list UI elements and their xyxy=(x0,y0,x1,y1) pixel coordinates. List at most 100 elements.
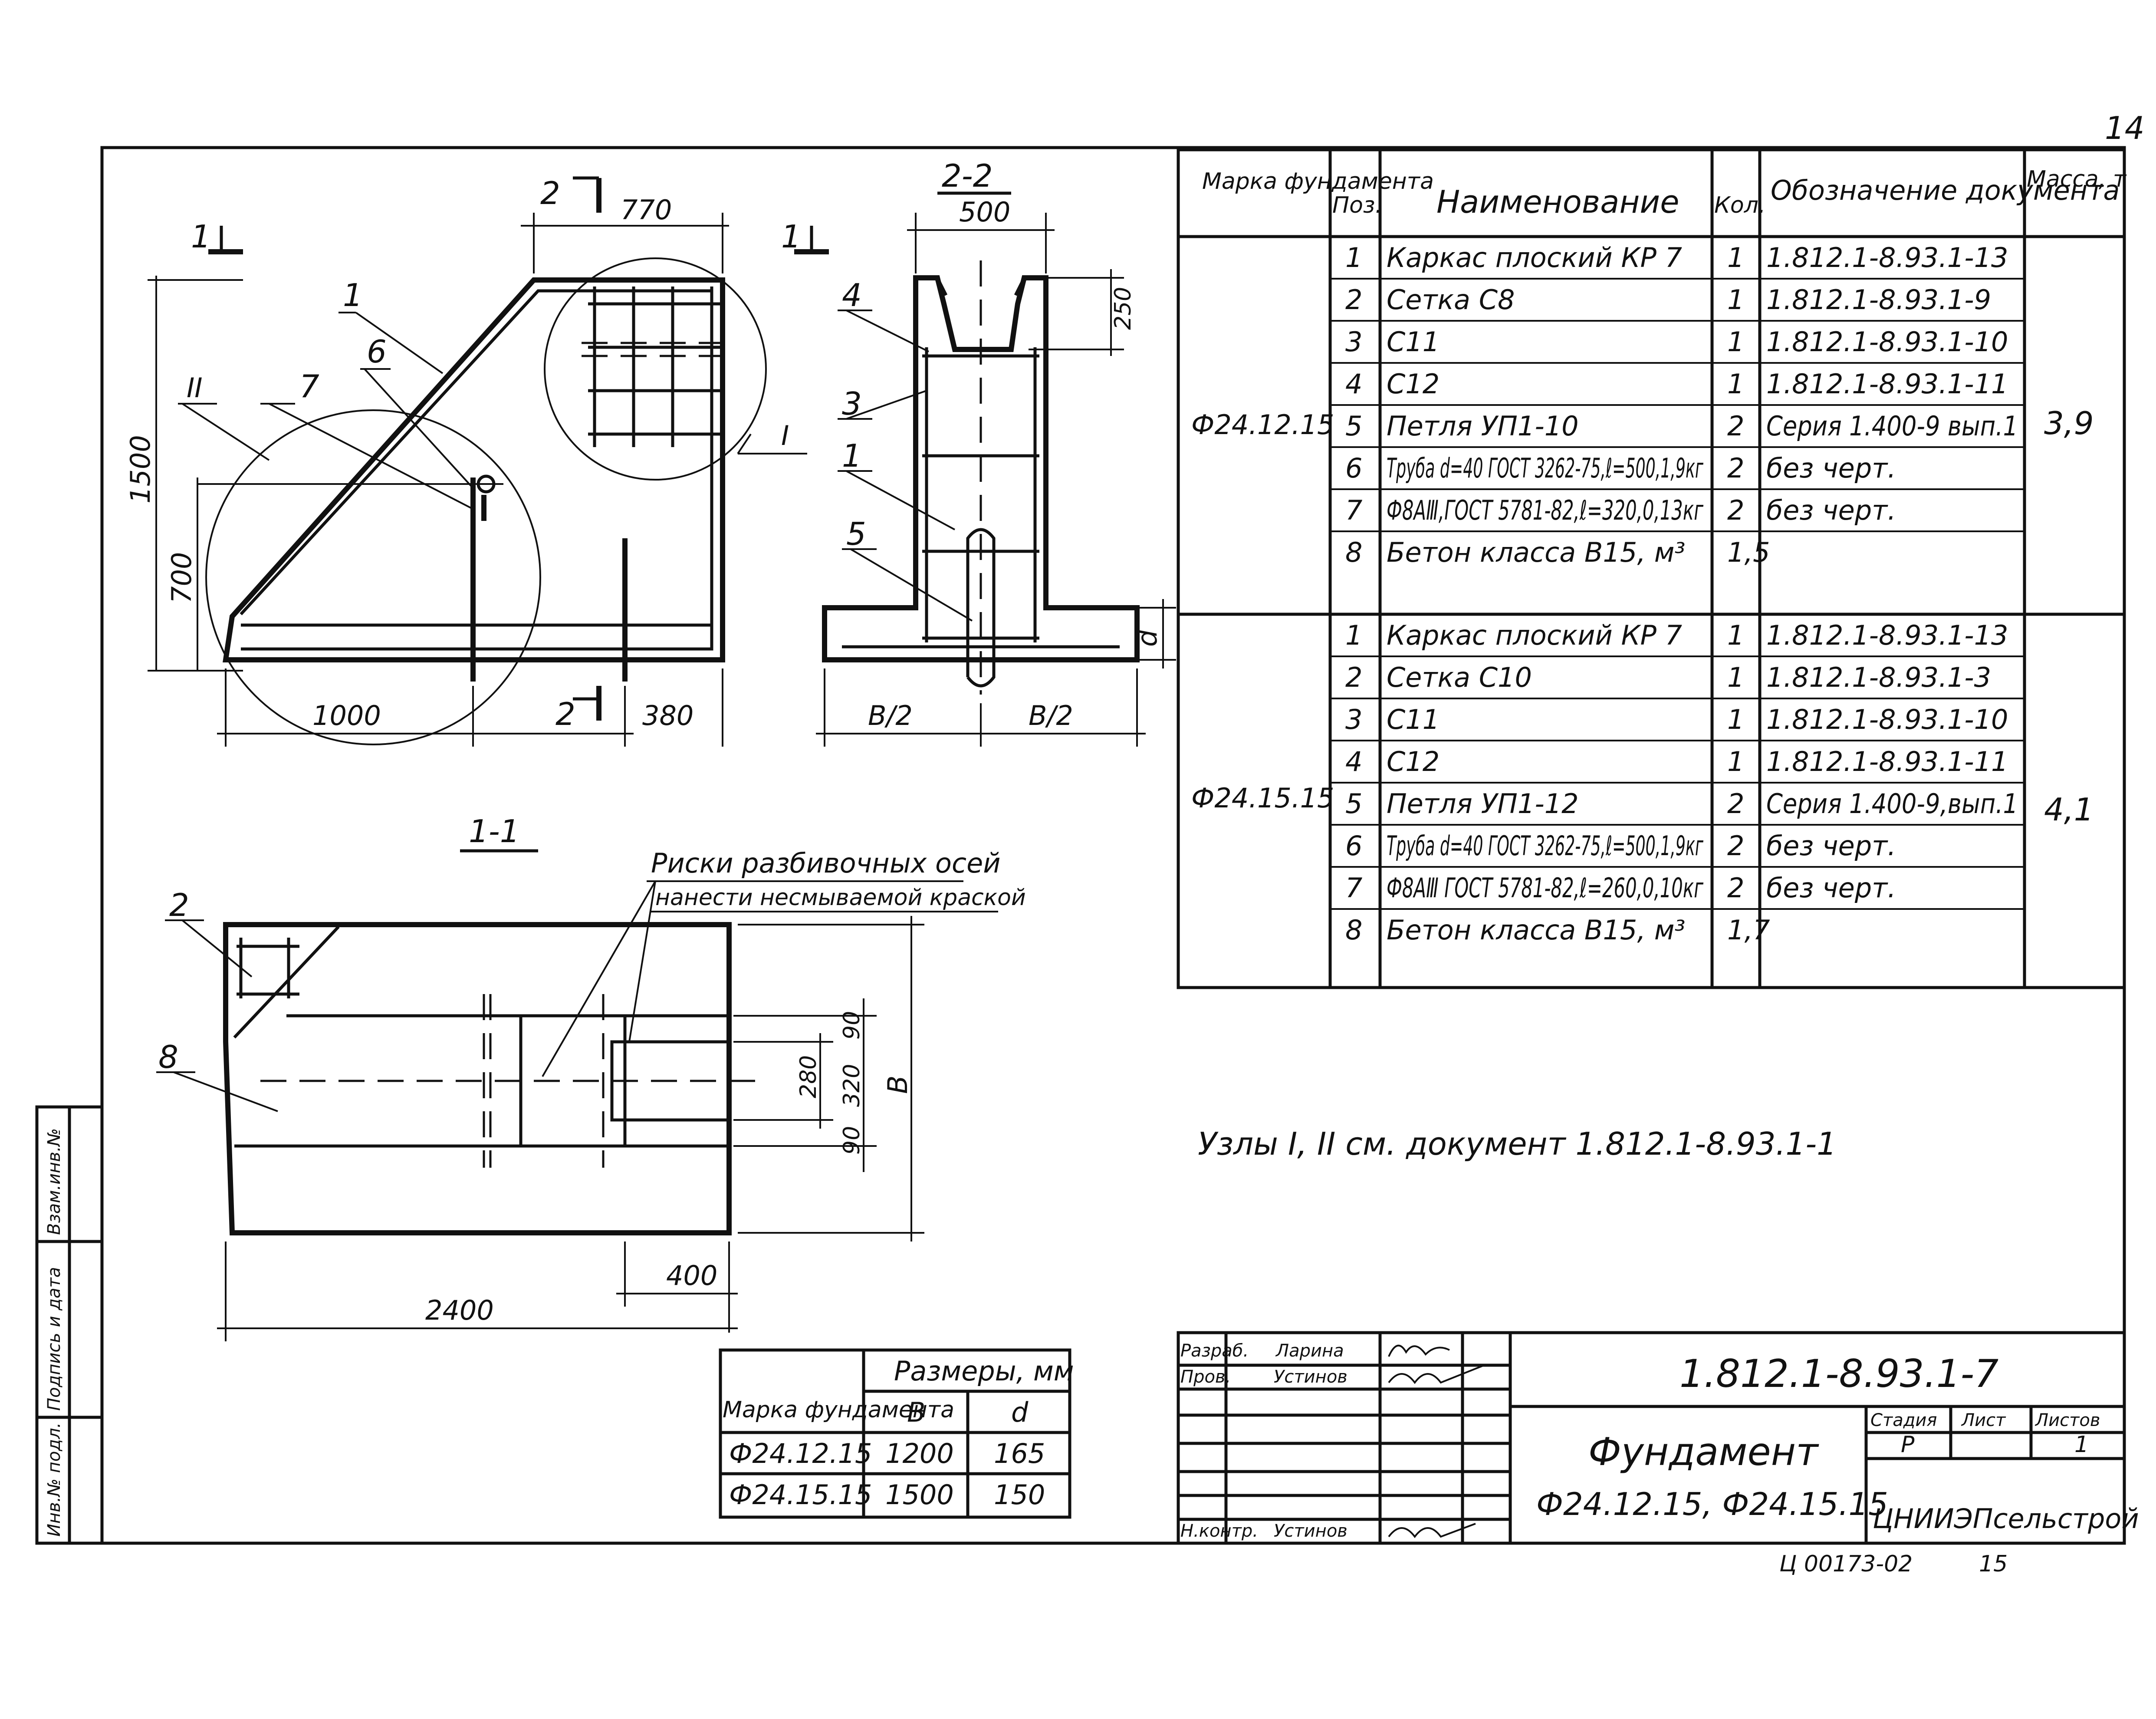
tb-name-norm: Устинов xyxy=(1274,1521,1348,1541)
sec22-dim-250: 250 xyxy=(1110,287,1136,330)
archive-page: 15 xyxy=(1979,1551,2008,1577)
elev-mark-2-top: 2 xyxy=(540,175,560,211)
sec11-outline xyxy=(223,922,732,1235)
spec-h-doc: Обозначение документа xyxy=(1771,175,2120,206)
spec-cell-name: С12 xyxy=(1387,368,1440,400)
spec-cell-doc: без черт. xyxy=(1766,494,1896,526)
spec-cell-name: Бетон класса В15, м³ xyxy=(1387,537,1685,568)
sec11-note-line1: Риски разбивочных осей xyxy=(651,847,1001,879)
spec-cell-qty: 1 xyxy=(1727,242,1744,273)
spec-group2-mark: Ф24.15.15 xyxy=(1191,782,1334,814)
section-2-2: 2-2 500 250 d B/2 xyxy=(781,158,1176,747)
elevation-outline xyxy=(223,277,725,662)
sec22-dim-500: 500 xyxy=(959,196,1010,228)
spec-cell-qty: 1 xyxy=(1727,704,1744,735)
spec-cell-pos: 1 xyxy=(1345,242,1362,273)
elev-node-ii: II xyxy=(187,372,203,404)
tb-role-norm: Н.контр. xyxy=(1180,1521,1258,1541)
sec11-dim-320: 320 xyxy=(839,1064,865,1107)
spec-cell-pos: 6 xyxy=(1345,452,1362,484)
sec11-pos-8: 8 xyxy=(158,1039,178,1075)
spec-cell-pos: 1 xyxy=(1345,619,1362,651)
sec22-dim-d: d xyxy=(1131,629,1163,647)
elev-mark-1: 1 xyxy=(191,218,211,255)
spec-cell-qty: 2 xyxy=(1727,494,1744,526)
sec11-dim-2400: 2400 xyxy=(425,1294,494,1326)
tb-doc-code: 1.812.1-8.93.1-7 xyxy=(1679,1351,1998,1396)
tb-sheets-label: Листов xyxy=(2034,1410,2100,1430)
spec-cell-qty: 1,7 xyxy=(1727,914,1770,946)
size-r2-b: 1500 xyxy=(885,1479,954,1511)
size-r2-mark: Ф24.15.15 xyxy=(729,1479,872,1511)
tb-sheet-label: Лист xyxy=(1961,1410,2006,1430)
spec-group1-mark: Ф24.12.15 xyxy=(1191,409,1334,441)
spec-cell-doc: без черт. xyxy=(1766,830,1896,862)
spec-cell-name: Сетка С10 xyxy=(1387,662,1532,693)
spec-cell-pos: 5 xyxy=(1345,788,1362,820)
size-table: Марка фундамента Размеры, мм B d Ф24.12.… xyxy=(719,1348,1074,1519)
spec-cell-qty: 1 xyxy=(1727,662,1744,693)
elev-pos-6: 6 xyxy=(367,333,387,370)
section-1-1: 1-1 Риски разбивочных осей нанести несмы… xyxy=(156,813,1026,1341)
elev-dim-380: 380 xyxy=(642,700,693,731)
elev-dim-770: 770 xyxy=(621,194,672,226)
elev-node-i: I xyxy=(781,420,789,451)
sec22-pos-5: 5 xyxy=(846,516,866,552)
spec-h-pos: Поз. xyxy=(1332,192,1382,218)
sec22-pos-1: 1 xyxy=(842,438,862,474)
spec-cell-doc: Серия 1.400-9,вып.1 xyxy=(1766,788,2018,820)
spec-table: Марка фундамента Поз. Наименование Кол. … xyxy=(1177,148,2127,989)
elev-mark-2-bottom: 2 xyxy=(555,696,575,732)
spec-h-name: Наименование xyxy=(1436,184,1679,220)
spec-h-qty: Кол. xyxy=(1714,192,1766,218)
sec11-dim-90b: 90 xyxy=(839,1126,865,1155)
spec-cell-doc: без черт. xyxy=(1766,452,1896,484)
spec-cell-doc: 1.812.1-8.93.1-9 xyxy=(1766,284,1991,316)
spec-cell-pos: 7 xyxy=(1345,872,1362,904)
spec-cell-name: Петля УП1-12 xyxy=(1387,788,1579,820)
tb-organization: ЦНИИЭПсельстрой xyxy=(1873,1503,2139,1535)
spec-cell-qty: 1 xyxy=(1727,326,1744,358)
side-stamp: Инв.№ подл. Подпись и дата Взам.инв.№ xyxy=(35,1105,104,1545)
sec22-loop xyxy=(966,528,996,688)
spec-cell-qty: 2 xyxy=(1727,788,1744,820)
spec-cell-name: Труба d=40 ГОСТ 3262-75,ℓ=500,1,9кг xyxy=(1387,452,1703,484)
spec-cell-name: Труба d=40 ГОСТ 3262-75,ℓ=500,1,9кг xyxy=(1387,830,1703,862)
node-ii-circle xyxy=(205,409,541,745)
sec11-dim-400: 400 xyxy=(666,1260,717,1291)
tb-signature-2 xyxy=(1388,1364,1485,1384)
sec11-note-line2: нанести несмываемой краской xyxy=(655,885,1026,911)
elev-dim-1500: 1500 xyxy=(125,435,156,504)
spec-cell-pos: 4 xyxy=(1345,368,1362,400)
spec-cell-name: Каркас плоский КР 7 xyxy=(1387,242,1682,273)
tb-sheets: 1 xyxy=(2074,1432,2089,1458)
size-h-d: d xyxy=(1011,1396,1029,1428)
spec-cell-pos: 7 xyxy=(1345,494,1362,526)
spec-cell-name: Сетка С8 xyxy=(1387,284,1515,316)
spec-cell-qty: 1 xyxy=(1727,368,1744,400)
page-number: 14 xyxy=(2105,110,2145,146)
spec-cell-doc: 1.812.1-8.93.1-11 xyxy=(1766,368,2008,400)
sec22-mark-1: 1 xyxy=(781,218,801,255)
elev-dim-1000: 1000 xyxy=(312,700,381,731)
spec-cell-qty: 2 xyxy=(1727,872,1744,904)
spec-cell-doc: 1.812.1-8.93.1-10 xyxy=(1766,326,2008,358)
spec-cell-doc: 1.812.1-8.93.1-10 xyxy=(1766,704,2008,735)
spec-cell-pos: 8 xyxy=(1345,537,1362,568)
spec-cell-name: С11 xyxy=(1387,326,1440,358)
side-stamp-inv: Инв.№ подл. xyxy=(44,1423,64,1537)
sec11-pos-2: 2 xyxy=(169,887,189,923)
side-stamp-replace: Взам.инв.№ xyxy=(44,1128,64,1235)
tb-title: Фундамент xyxy=(1588,1429,1819,1474)
spec-cell-doc: 1.812.1-8.93.1-11 xyxy=(1766,746,2008,777)
sec22-pos-3: 3 xyxy=(842,385,862,422)
spec-group1-mass: 3,9 xyxy=(2044,405,2094,441)
spec-cell-name: Ф8АⅢ,ГОСТ 5781-82,ℓ=320,0,13кг xyxy=(1387,494,1703,526)
spec-cell-pos: 2 xyxy=(1345,662,1362,693)
spec-h-mark: Марка фундамента xyxy=(1202,168,1434,194)
tb-role-dev: Разраб. xyxy=(1180,1341,1249,1361)
nodes-note: Узлы I, II см. документ 1.812.1-8.93.1-1 xyxy=(1198,1126,1837,1162)
size-r1-b: 1200 xyxy=(885,1438,954,1469)
spec-cell-pos: 3 xyxy=(1345,326,1362,358)
